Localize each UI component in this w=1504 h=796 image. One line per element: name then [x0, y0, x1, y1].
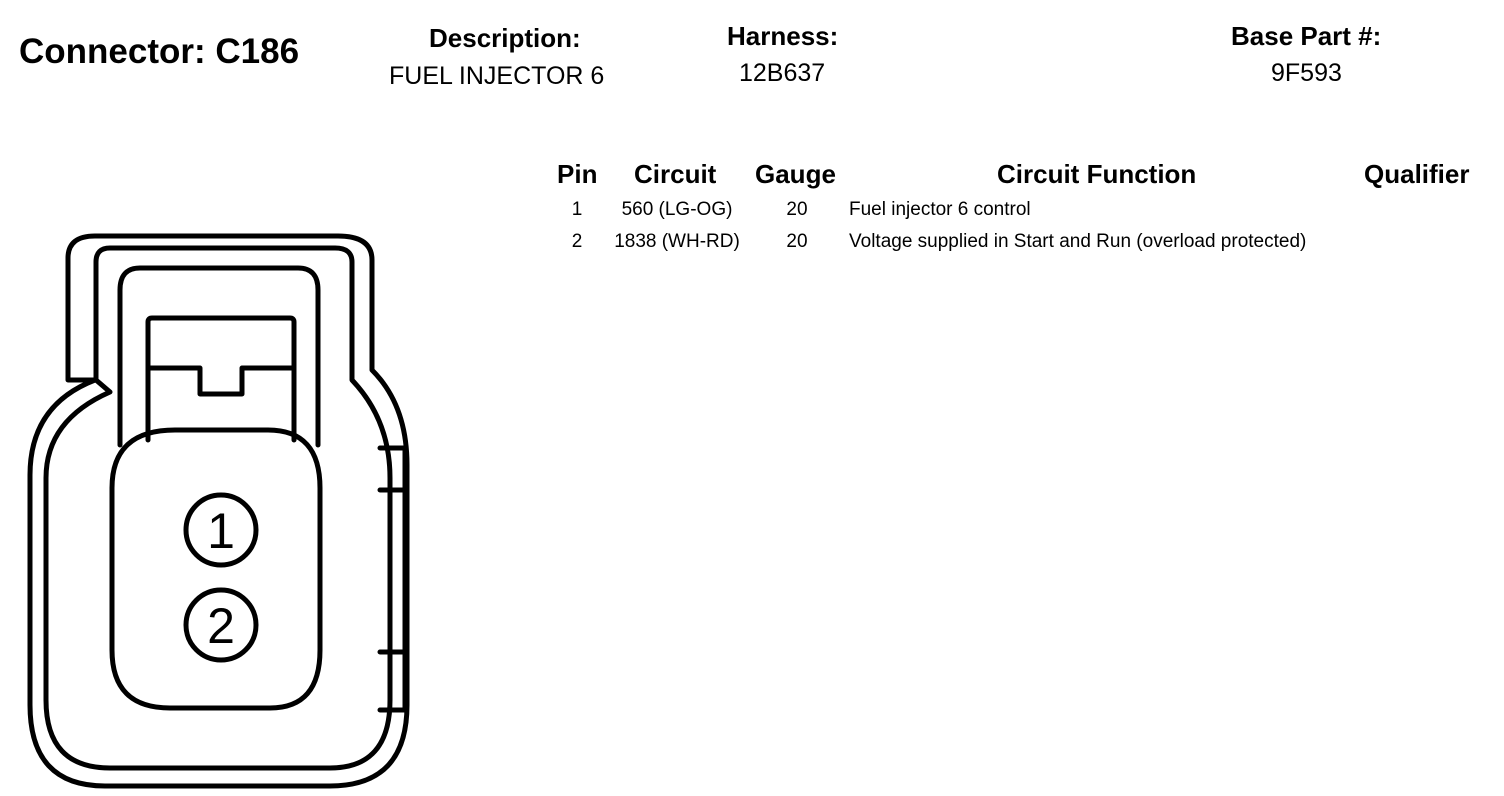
row-circuit-function: Fuel injector 6 control	[849, 199, 1031, 220]
row-pin: 2	[571, 231, 583, 252]
side-key	[377, 445, 408, 713]
base-part-value: 9F593	[1271, 59, 1342, 87]
description-label: Description:	[429, 23, 581, 53]
row-circuit-function: Voltage supplied in Start and Run (overl…	[849, 231, 1307, 252]
row-gauge: 20	[786, 199, 808, 220]
harness-value: 12B637	[739, 59, 826, 87]
column-header-pin: Pin	[557, 159, 598, 189]
connector-face-diagram: 1 2	[27, 233, 410, 789]
column-header-circuit-function: Circuit Function	[997, 159, 1197, 189]
description-value: FUEL INJECTOR 6	[389, 62, 605, 90]
terminal-cavity	[109, 427, 323, 711]
row-circuit: 1838 (WH-RD)	[614, 231, 740, 252]
row-pin: 1	[571, 199, 583, 220]
latch-inner	[145, 315, 297, 443]
pin-1-label: 1	[207, 503, 235, 559]
pin-1-circle	[183, 492, 259, 568]
column-header-circuit: Circuit	[634, 159, 717, 189]
column-header-qualifier: Qualifier	[1364, 159, 1470, 189]
pin-2-circle	[183, 587, 259, 663]
row-gauge: 20	[786, 231, 808, 252]
harness-label: Harness:	[727, 21, 839, 51]
connector-title: Connector: C186	[19, 32, 300, 71]
column-header-gauge: Gauge	[755, 159, 836, 189]
base-part-label: Base Part #:	[1231, 21, 1382, 51]
pin-2-label: 2	[207, 598, 235, 654]
latch-outer	[117, 265, 321, 448]
row-circuit: 560 (LG-OG)	[621, 199, 733, 220]
connector-inner-shell	[43, 245, 393, 771]
